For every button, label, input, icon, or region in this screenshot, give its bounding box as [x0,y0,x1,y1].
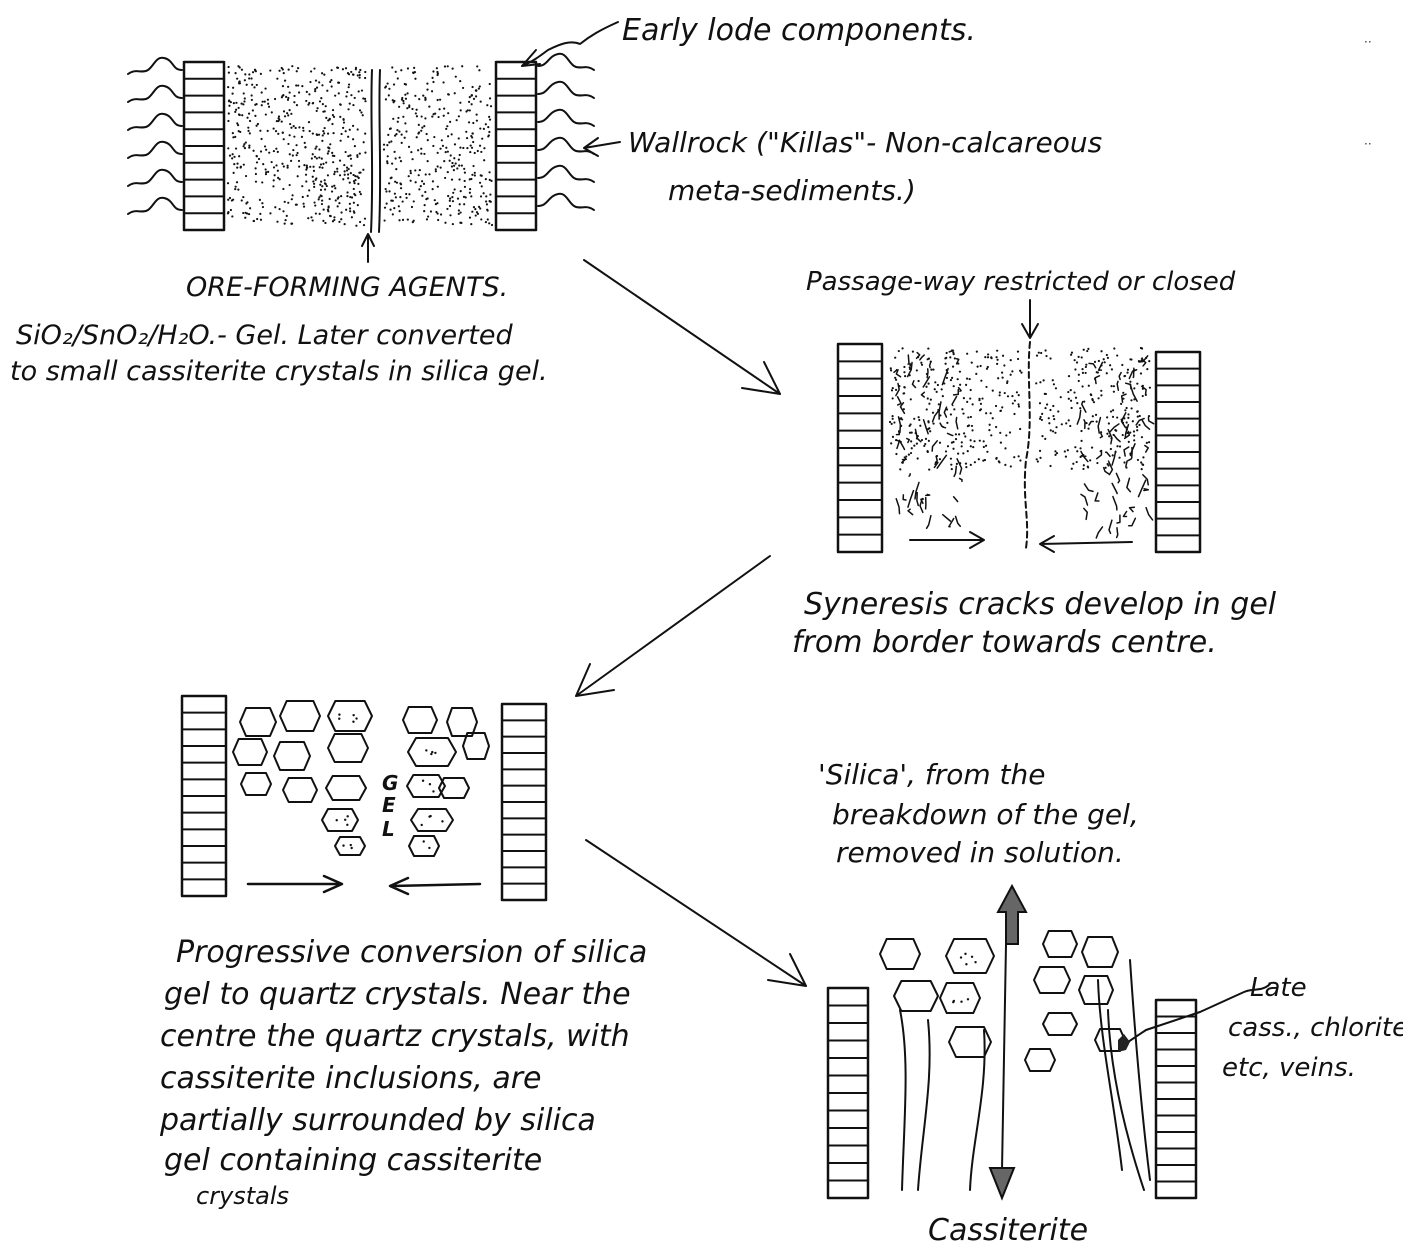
stage3-vein: G E L [182,696,546,900]
early-lode-right [502,704,546,900]
cassiterite-label: Cassiterite [928,1213,1088,1248]
progressive-conversion-text: Progressive conversion of silica gel to … [159,935,647,1210]
prog-line-1: Progressive conversion of silica [176,935,647,970]
stray-mark: ⋅⋅ [1364,137,1372,151]
prog-line-7: crystals [196,1182,289,1210]
flow-arrow-2 [576,556,770,696]
passage-line-left [371,70,372,232]
early-lode-left [828,988,868,1198]
stage2-vein [838,342,1200,552]
gel-letter-l: L [382,817,395,841]
prog-line-3: centre the quartz crystals, with [160,1019,630,1054]
cassiterite-down-arrow [990,1168,1014,1198]
late-label-2: cass., chlorite, [1228,1013,1403,1043]
syneresis-label-2: from border towards centre. [792,625,1217,660]
gel-letter-g: G [382,771,398,795]
early-lode-left [184,62,224,230]
closed-passage [1025,342,1030,548]
quartz-crystals-with-veins [880,931,1150,1190]
late-label-3: etc, veins. [1222,1053,1356,1083]
wallrock-left [128,58,182,214]
late-label-1: Late [1250,973,1307,1003]
silica-label-2: breakdown of the gel, [832,798,1139,831]
ore-desc-1: SiO₂/SnO₂/H₂O.- Gel. Later converted [16,320,513,351]
crack-advance-arrow-left [910,532,984,548]
early-lode-right [1156,1000,1196,1198]
prog-line-6: gel containing cassiterite [164,1143,542,1178]
early-lode-label: Early lode components. [622,13,976,48]
passage-line-right [379,70,380,232]
passage-arrow [1022,300,1038,338]
gel-letter-e: E [382,793,396,817]
prog-line-4: cassiterite inclusions, are [160,1061,542,1096]
silica-removal-up-arrow [998,886,1026,944]
wallrock-label-2: meta-sediments.) [668,174,916,207]
prog-line-5: partially surrounded by silica [159,1103,596,1138]
cassiterite-stem [1002,944,1006,1170]
early-lode-right [1156,352,1200,552]
conversion-arrow-right [390,878,480,894]
crack-advance-arrow-right [1040,536,1132,552]
early-lode-right [496,62,536,230]
quartz-crystals [233,701,489,856]
silica-label-1: 'Silica', from the [818,758,1046,791]
prog-line-2: gel to quartz crystals. Near the [164,977,631,1012]
wallrock-leader [584,138,620,156]
silica-label-3: removed in solution. [836,836,1124,869]
silica-gel-stipple [227,65,493,227]
syneresis-label-1: Syneresis cracks develop in gel [804,587,1277,622]
early-lode-left [838,344,882,552]
late-vein-knot [1118,1034,1130,1052]
gel-with-cracks [889,347,1154,538]
stray-mark: ⋅⋅ [1364,35,1372,49]
flow-arrow-1 [584,260,780,394]
ore-desc-2: to small cassiterite crystals in silica … [10,356,548,387]
wallrock-label-1: Wallrock ("Killas"- Non-calcareous [628,126,1102,159]
conversion-arrow-left [248,876,342,892]
early-lode-leader [522,22,618,66]
passage-label: Passage-way restricted or closed [806,267,1236,297]
ore-title: ORE-FORMING AGENTS. [186,272,508,303]
stage4-vein [828,886,1270,1198]
ore-agent-arrow [362,234,374,262]
early-lode-left [182,696,226,896]
wallrock-right [538,54,594,210]
stage1-vein [128,54,594,262]
